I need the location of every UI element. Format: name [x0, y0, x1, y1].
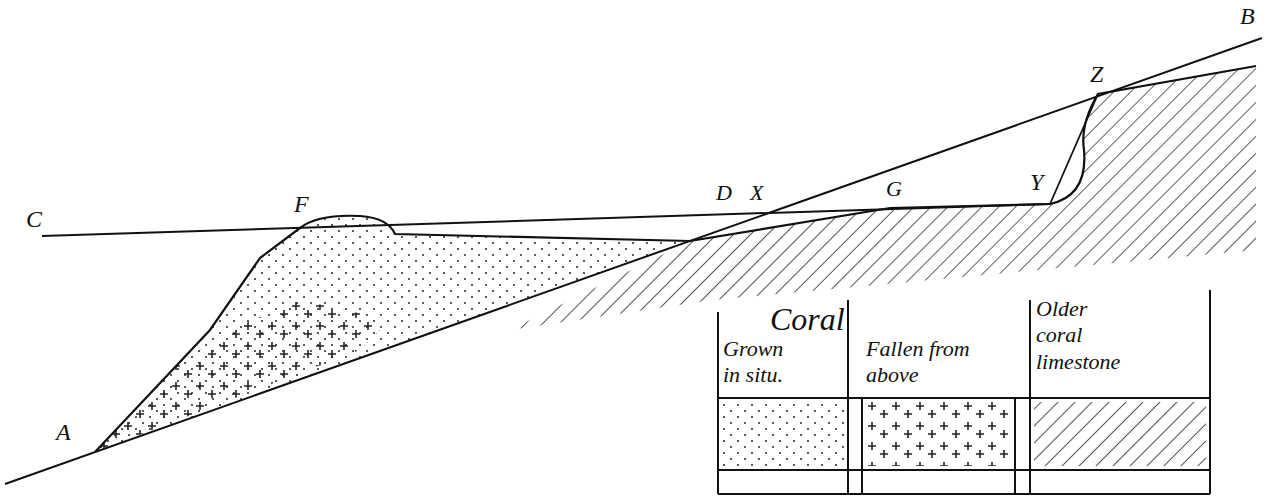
legend-sample-crosses: [866, 402, 1011, 466]
point-letter: Y: [1030, 168, 1043, 197]
reef-body: [95, 216, 690, 452]
point-letter: D: [716, 180, 732, 206]
sea-level-line: [42, 204, 1050, 236]
line-yz: [1050, 94, 1098, 204]
legend-sample-dots: [722, 402, 844, 466]
line-ab: [5, 38, 1262, 484]
legend-sample-hatch: [1034, 402, 1206, 466]
reef-outline: [95, 66, 1256, 452]
legend-label: Fallen from above: [866, 336, 976, 389]
legend-label: Older coral limestone: [1036, 296, 1136, 375]
legend-heading: Coral: [770, 300, 845, 338]
point-letter: A: [56, 418, 71, 447]
legend-label: Grown in situ.: [723, 336, 801, 389]
limestone-body: [510, 66, 1256, 330]
legend-frame: [718, 290, 1210, 494]
point-letter: G: [886, 176, 902, 202]
point-letter: C: [26, 205, 42, 234]
point-letter: Z: [1090, 60, 1103, 89]
point-letter: F: [294, 190, 309, 219]
point-letter: B: [1240, 2, 1255, 31]
fallen-coral: [95, 300, 390, 452]
point-letter: X: [750, 180, 763, 206]
